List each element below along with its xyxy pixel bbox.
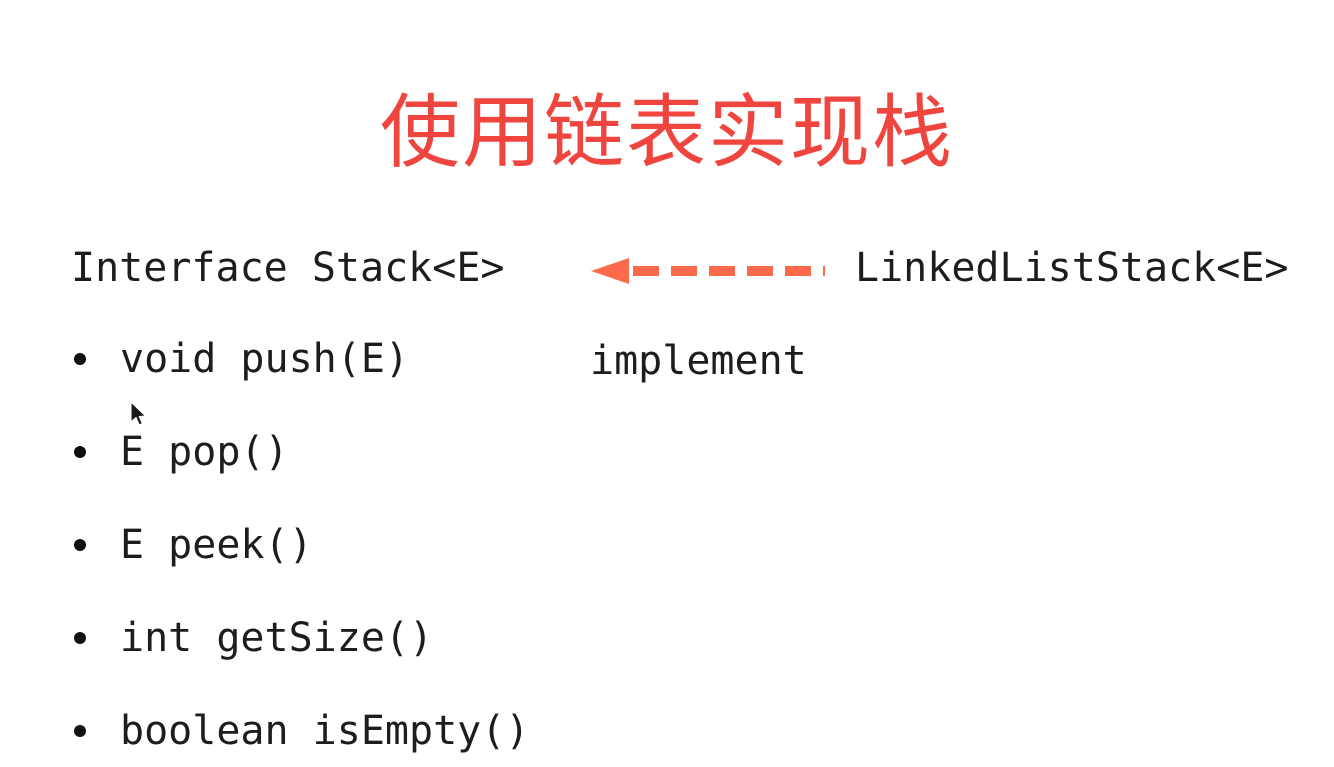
method-signature: int getSize(): [120, 615, 434, 661]
bullet-icon: [74, 446, 86, 458]
list-item: E peek(): [0, 520, 760, 613]
list-item: void push(E): [0, 334, 760, 427]
bullet-icon: [74, 539, 86, 551]
implementing-class-label: LinkedListStack<E>: [855, 245, 1289, 291]
bullet-icon: [74, 725, 86, 737]
list-item: boolean isEmpty(): [0, 706, 760, 767]
method-signature: E peek(): [120, 522, 313, 568]
relation-caption: implement: [590, 338, 807, 384]
interface-label: Interface Stack<E>: [71, 245, 505, 291]
list-item: E pop(): [0, 427, 760, 520]
method-signature: void push(E): [120, 336, 409, 382]
list-item: int getSize(): [0, 613, 760, 706]
implements-arrow-icon: [591, 258, 825, 284]
bullet-icon: [74, 632, 86, 644]
method-list: void push(E) E pop() E peek() int getSiz…: [0, 334, 760, 767]
uml-relation-diagram: Interface Stack<E> LinkedListStack<E>: [0, 240, 1334, 302]
bullet-icon: [74, 353, 86, 365]
method-signature: E pop(): [120, 429, 289, 475]
method-signature: boolean isEmpty(): [120, 708, 530, 754]
page-title: 使用链表实现栈: [380, 85, 954, 179]
